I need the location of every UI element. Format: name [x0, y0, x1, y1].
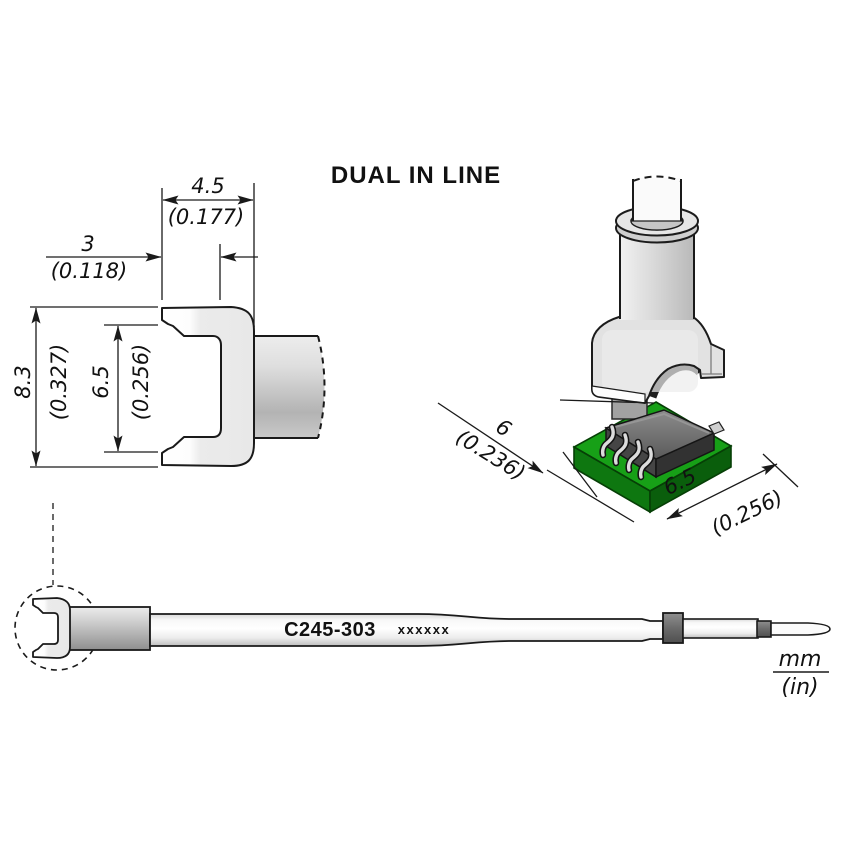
- units-numerator: mm: [779, 647, 822, 672]
- iso-view: 6 (0.236) 6.5 (0.256): [437, 175, 799, 540]
- chip-pins: [599, 423, 655, 481]
- shaft-break-line-dashed: [632, 175, 682, 182]
- iso-dimension-lines: [437, 399, 799, 523]
- cartridge-ring-1: [662, 612, 684, 644]
- page-title: DUAL IN LINE: [331, 162, 501, 189]
- cartridge-ring-2: [756, 620, 772, 638]
- dim-outer-height-mm: 8.3: [11, 365, 35, 398]
- tip-hood: [591, 316, 725, 404]
- chip-corner-pin: [708, 421, 725, 435]
- dim-inner-height-in: (0.256): [129, 344, 153, 421]
- cartridge-shaft: [682, 618, 759, 639]
- front-view-tip-profile: [161, 306, 255, 467]
- cartridge-collar: [65, 606, 151, 651]
- tool-barrel: [615, 175, 699, 320]
- cartridge-end-tip: [770, 622, 831, 636]
- model-number-label: C245-303: [284, 619, 376, 641]
- hood-notch-lines: [701, 345, 722, 375]
- front-view: 4.5 (0.177) 3 (0.118) 8.3 (0.327) 6.5 (0…: [11, 174, 326, 468]
- dim-inner-height-mm: 6.5: [89, 365, 113, 398]
- front-view-dimension-lines: [31, 195, 258, 467]
- units-denominator: (in): [781, 675, 818, 700]
- dim-package-length-in: (0.236): [452, 425, 530, 485]
- bore-front-lip: [630, 220, 684, 231]
- dim-contact-depth-in: (0.118): [51, 259, 128, 283]
- hood-bottom-lip: [591, 385, 646, 404]
- inner-shaft: [633, 178, 681, 221]
- hood-front-highlight: [602, 330, 698, 392]
- break-line-dashed: [317, 335, 326, 439]
- front-view-cylinder: [254, 335, 326, 439]
- batch-marking-label: xxxxxx: [398, 622, 450, 637]
- dim-tip-length-in: (0.177): [168, 205, 245, 229]
- dim-tip-length-mm: 4.5: [191, 174, 224, 198]
- units-note: mm (in): [773, 647, 829, 700]
- cartridge-fork-tip: [32, 597, 71, 659]
- chip-bevel-highlight: [610, 412, 710, 434]
- front-view-extension-lines: [30, 183, 255, 468]
- cartridge-view: C245-303 xxxxxx: [14, 503, 831, 671]
- dim-package-length-mm: 6: [492, 414, 516, 441]
- dim-contact-depth-mm: 3: [81, 232, 94, 256]
- dim-outer-height-in: (0.327): [47, 344, 71, 421]
